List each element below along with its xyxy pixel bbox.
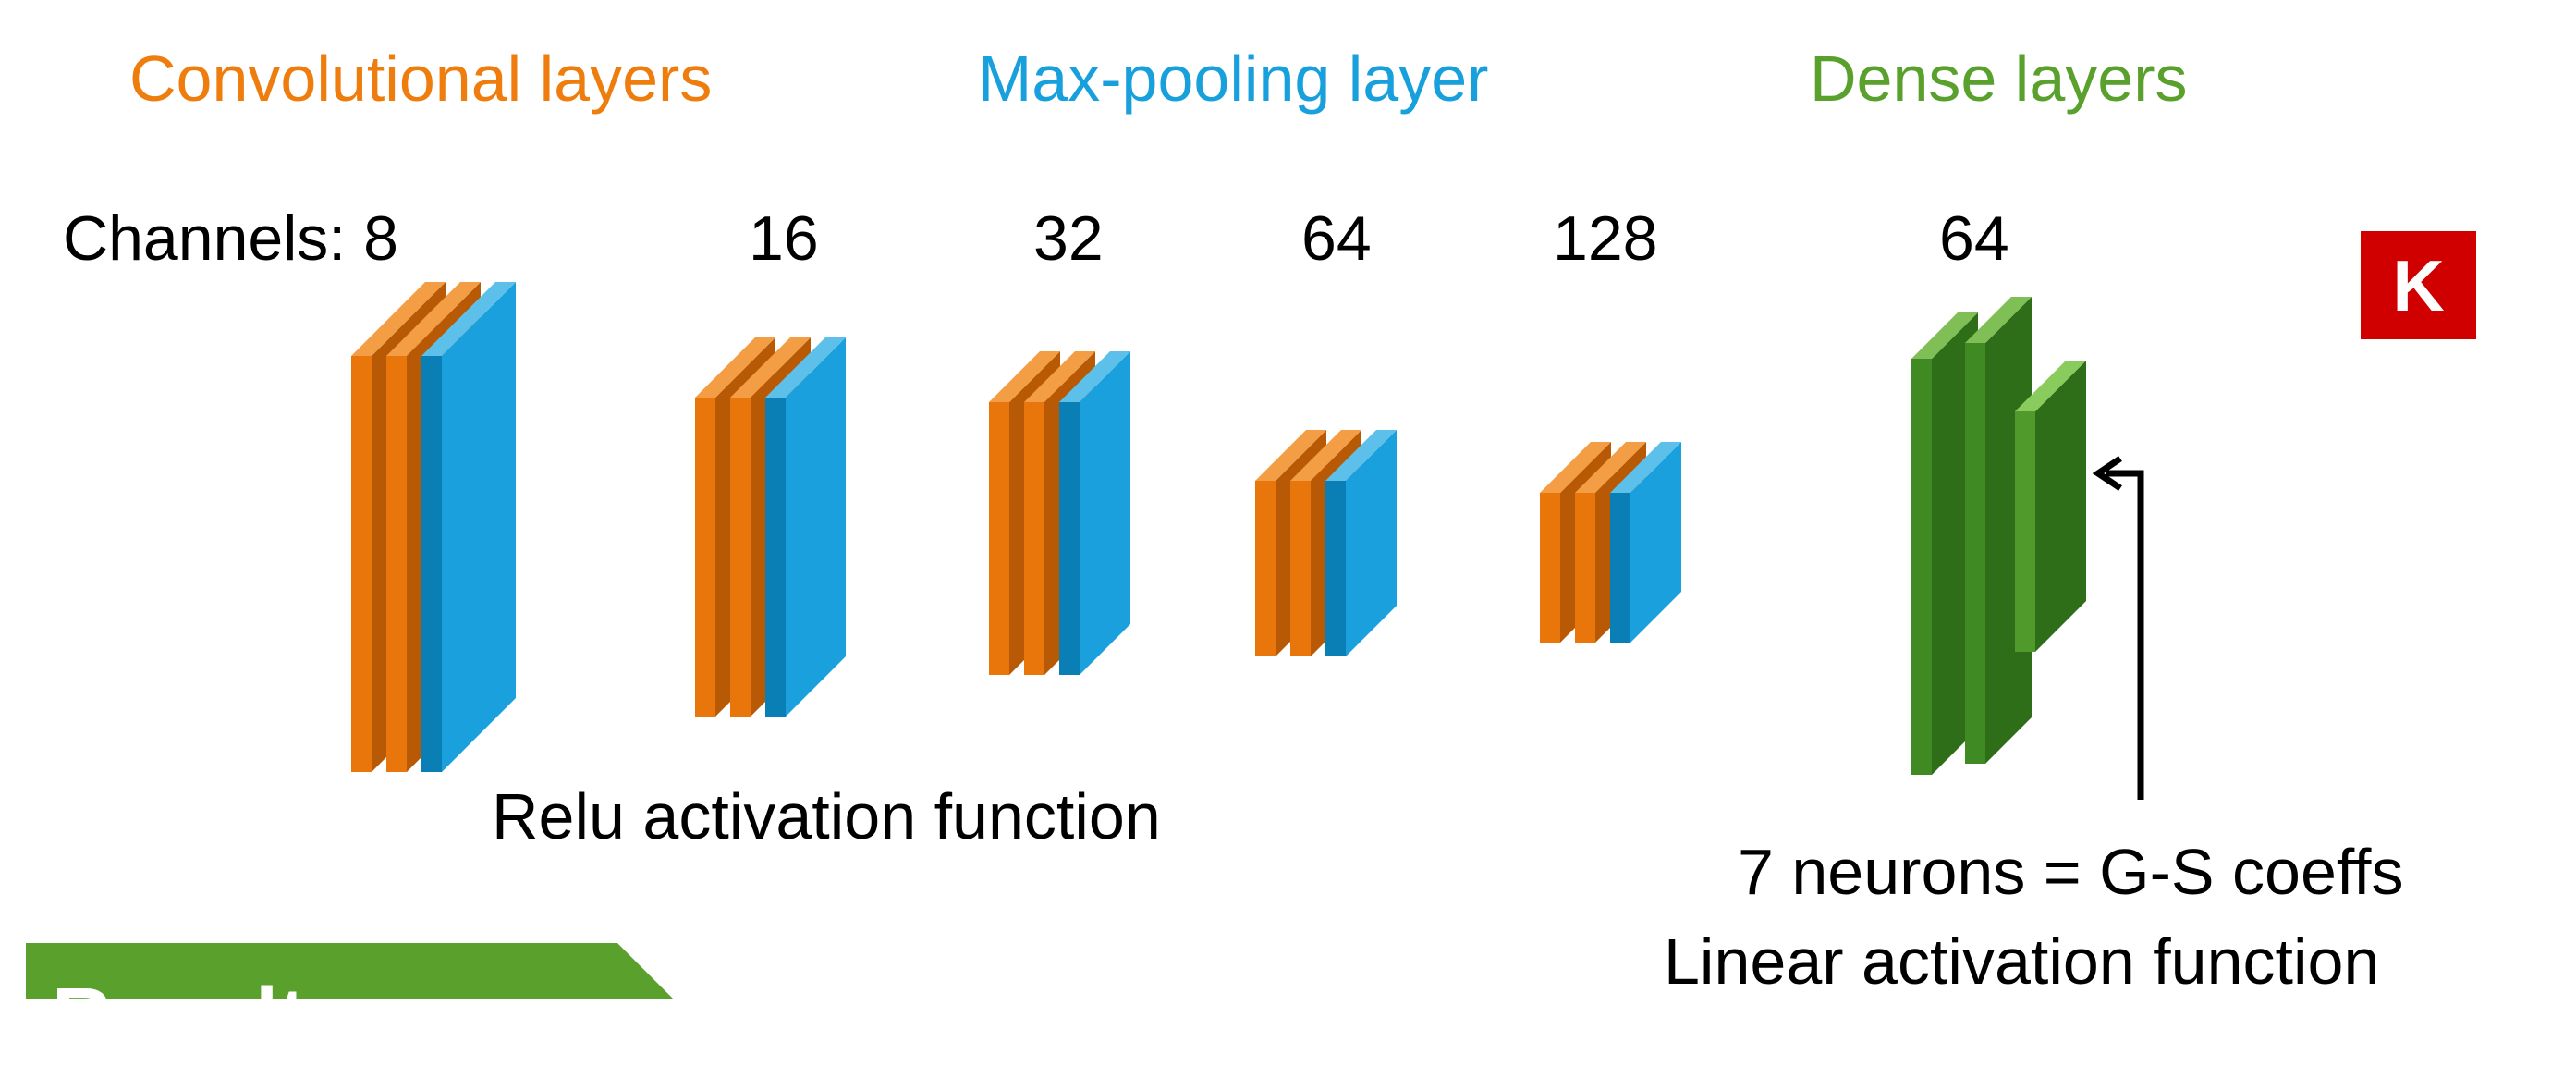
block-3-conv2-front <box>1024 402 1044 675</box>
output-arrow-head <box>2092 456 2122 491</box>
block-1-conv1-front <box>351 356 372 772</box>
block-3-pool-top <box>1059 351 1130 402</box>
block-3-pool-front <box>1059 402 1080 675</box>
dense-output-front <box>2015 411 2035 652</box>
block-3-conv2-top <box>1024 351 1095 402</box>
dense-1-top <box>1911 312 1978 359</box>
block-2-conv1-front <box>695 398 715 717</box>
channels-label-16: 16 <box>749 203 819 274</box>
block-2-pool-top <box>765 337 846 398</box>
linear-activation-label: Linear activation function <box>1664 925 2380 998</box>
block-1-conv2-top <box>386 282 481 356</box>
dense-2-top <box>1965 297 2032 343</box>
channels-label-8: Channels: 8 <box>63 203 398 274</box>
results-banner: Results <box>26 943 691 1064</box>
block-4-pool-side <box>1346 430 1397 656</box>
block-2-conv1-top <box>695 337 775 398</box>
block-1-pool-top <box>421 282 516 356</box>
legend-maxpool-layer: Max-pooling layer <box>978 43 1489 115</box>
results-banner-label: Results <box>52 972 353 1064</box>
relu-activation-label: Relu activation function <box>492 780 1161 852</box>
block-5-conv1-top <box>1540 442 1611 493</box>
legend-dense-layers: Dense layers <box>1810 43 2188 115</box>
block-5-conv2-top <box>1575 442 1646 493</box>
dense-output-top <box>2015 361 2086 411</box>
legend-conv-layers: Convolutional layers <box>129 43 713 115</box>
channels-label-64: 64 <box>1301 203 1372 274</box>
block-3-conv1-top <box>989 351 1060 402</box>
block-1-conv1-top <box>351 282 446 356</box>
block-4-pool-top <box>1325 430 1397 481</box>
block-2-pool-side <box>786 337 846 717</box>
dense-1-front <box>1911 359 1932 775</box>
block-1-pool-front <box>421 356 442 772</box>
block-5-pool-side <box>1630 442 1681 643</box>
block-2-conv2-top <box>730 337 811 398</box>
block-4-conv1-top <box>1255 430 1326 481</box>
dense-2-front <box>1965 343 1985 764</box>
block-5-conv1-front <box>1540 493 1560 643</box>
keras-logo-letter: K <box>2392 244 2445 326</box>
block-5-conv2-front <box>1575 493 1595 643</box>
block-3-pool-side <box>1080 351 1130 675</box>
channels-label-128: 128 <box>1553 203 1658 274</box>
block-5-pool-top <box>1610 442 1681 493</box>
block-3-conv1-front <box>989 402 1009 675</box>
block-1-conv2-front <box>386 356 407 772</box>
block-2-pool-front <box>765 398 786 717</box>
dense-output-side <box>2035 361 2086 652</box>
channels-label-32: 32 <box>1033 203 1104 274</box>
block-4-conv2-front <box>1290 481 1311 656</box>
block-4-conv1-front <box>1255 481 1276 656</box>
block-1-pool-side <box>442 282 516 772</box>
output-neurons-label: 7 neurons = G-S coeffs <box>1738 836 2404 908</box>
keras-logo: K <box>2361 231 2476 339</box>
block-2-conv2-front <box>730 398 751 717</box>
block-5-pool-front <box>1610 493 1630 643</box>
output-arrow-line <box>2106 470 2144 800</box>
block-4-conv2-top <box>1290 430 1361 481</box>
block-4-pool-front <box>1325 481 1346 656</box>
channels-label-dense-64: 64 <box>1939 203 2009 274</box>
network-diagram <box>351 282 2144 800</box>
